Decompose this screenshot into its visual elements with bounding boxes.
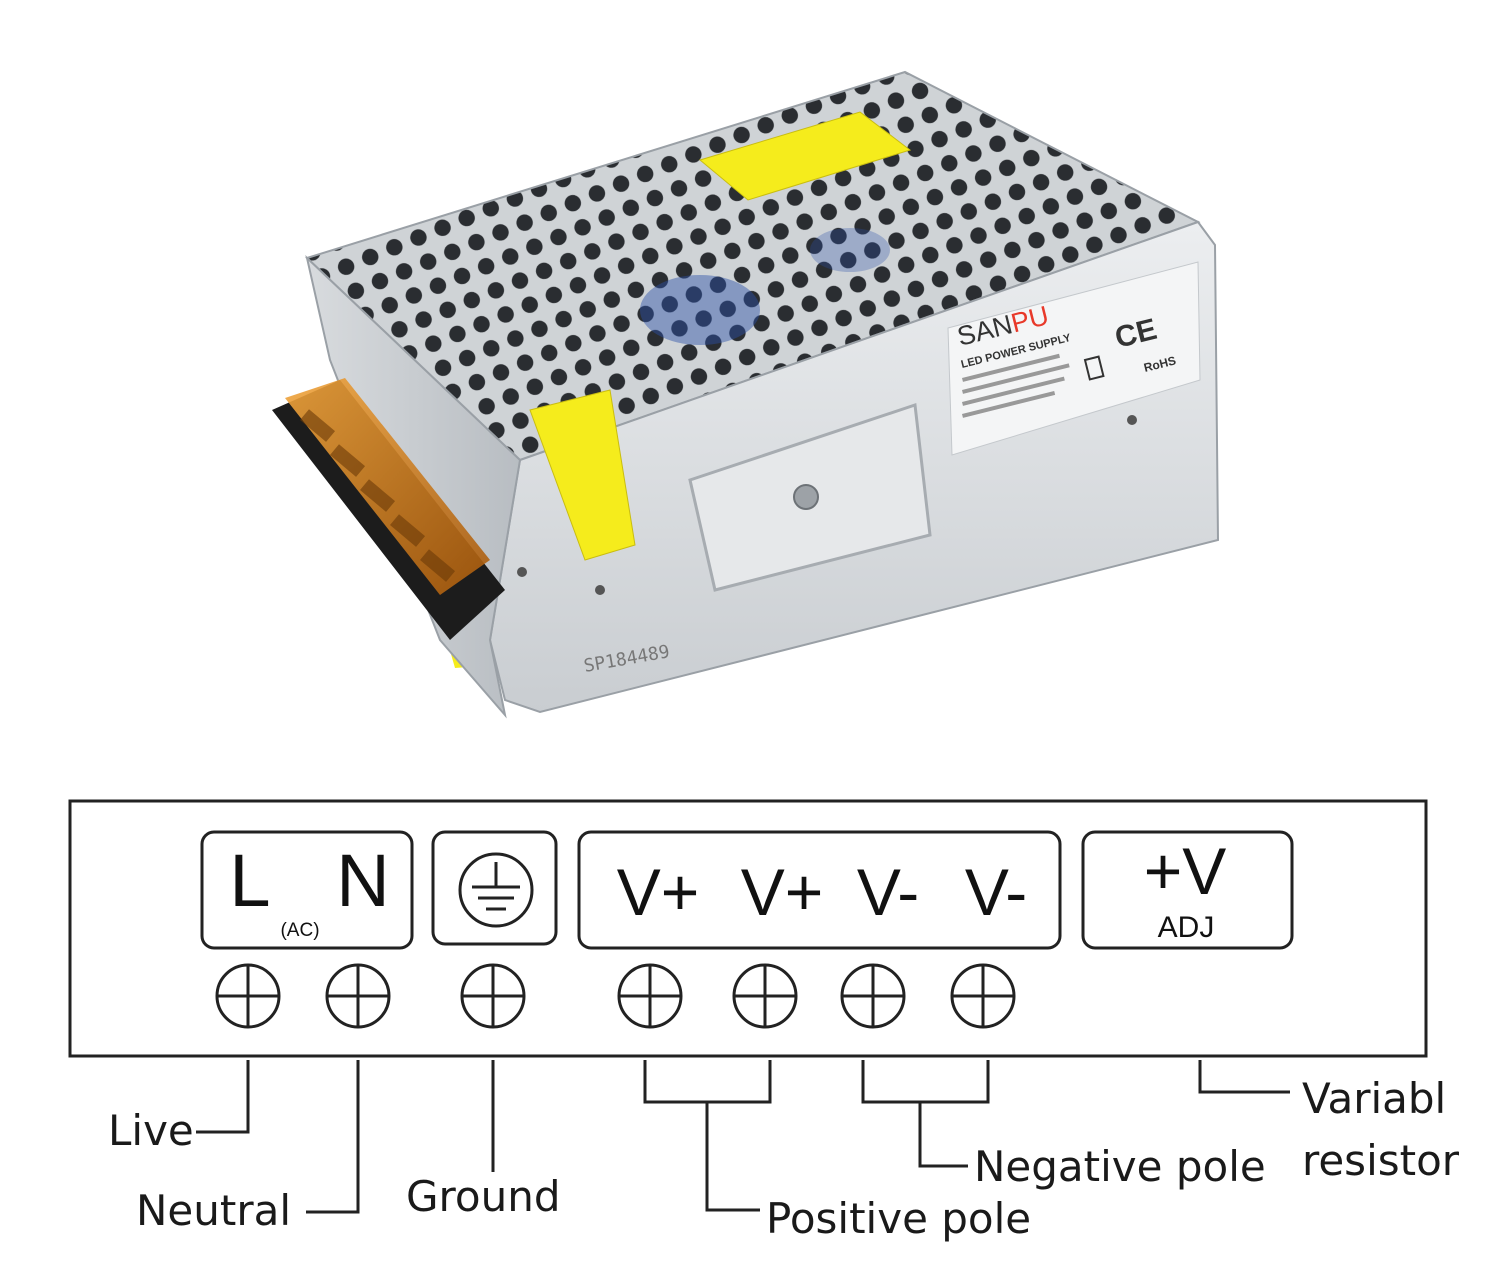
screw-terminal-icon bbox=[215, 963, 281, 1029]
screw-terminal-icon bbox=[617, 963, 683, 1029]
weee-bin-icon bbox=[1083, 355, 1105, 381]
adj-box bbox=[1081, 830, 1294, 950]
case-top-perforated bbox=[305, 70, 1201, 462]
terminal-block bbox=[272, 378, 505, 640]
screw-terminal-icon bbox=[325, 963, 391, 1029]
negative-leader-line bbox=[918, 1102, 968, 1168]
dc-label-3: V- bbox=[857, 855, 919, 929]
neutral-label: Neutral bbox=[136, 1186, 292, 1235]
dc-label-1: V+ bbox=[617, 855, 700, 929]
live-leader-line bbox=[196, 1060, 250, 1134]
variable-resistor-label-line2: resistor bbox=[1302, 1136, 1460, 1185]
screw-terminal-icon bbox=[840, 963, 906, 1029]
neutral-symbol: N bbox=[336, 839, 389, 922]
adj-symbol: +V bbox=[1144, 834, 1227, 908]
positive-bracket bbox=[643, 1060, 772, 1104]
ac-input-box bbox=[200, 830, 414, 950]
ac-note: (AC) bbox=[280, 920, 319, 941]
neutral-leader-line bbox=[306, 1060, 360, 1214]
mounting-screw bbox=[793, 484, 819, 510]
screw-terminal-icon bbox=[460, 963, 526, 1029]
dc-output-box bbox=[577, 830, 1062, 950]
ground-label: Ground bbox=[406, 1172, 561, 1221]
terminal-panel bbox=[68, 799, 1428, 1058]
positive-pole-label: Positive pole bbox=[766, 1194, 1032, 1243]
ground-box bbox=[431, 830, 558, 946]
power-supply-photo: SANPU LED POWER SUPPLY CE RoHS SP184489 bbox=[272, 70, 1220, 719]
ground-symbol-icon bbox=[458, 852, 534, 928]
positive-leader-line bbox=[705, 1102, 760, 1212]
dc-label-4: V- bbox=[965, 855, 1027, 929]
screw-terminal-icon bbox=[732, 963, 798, 1029]
live-label: Live bbox=[108, 1106, 194, 1155]
caution-sticker-side bbox=[529, 389, 636, 561]
caution-sticker-top bbox=[698, 111, 912, 201]
adj-note: ADJ bbox=[1158, 911, 1215, 944]
adj-leader-line bbox=[1198, 1060, 1290, 1094]
dc-label-2: V+ bbox=[741, 855, 824, 929]
variable-resistor-label-line1: Variabl bbox=[1302, 1074, 1447, 1123]
negative-pole-label: Negative pole bbox=[974, 1142, 1266, 1191]
live-symbol: L bbox=[229, 839, 270, 922]
screw-terminal-icon bbox=[950, 963, 1016, 1029]
negative-bracket bbox=[861, 1060, 990, 1104]
